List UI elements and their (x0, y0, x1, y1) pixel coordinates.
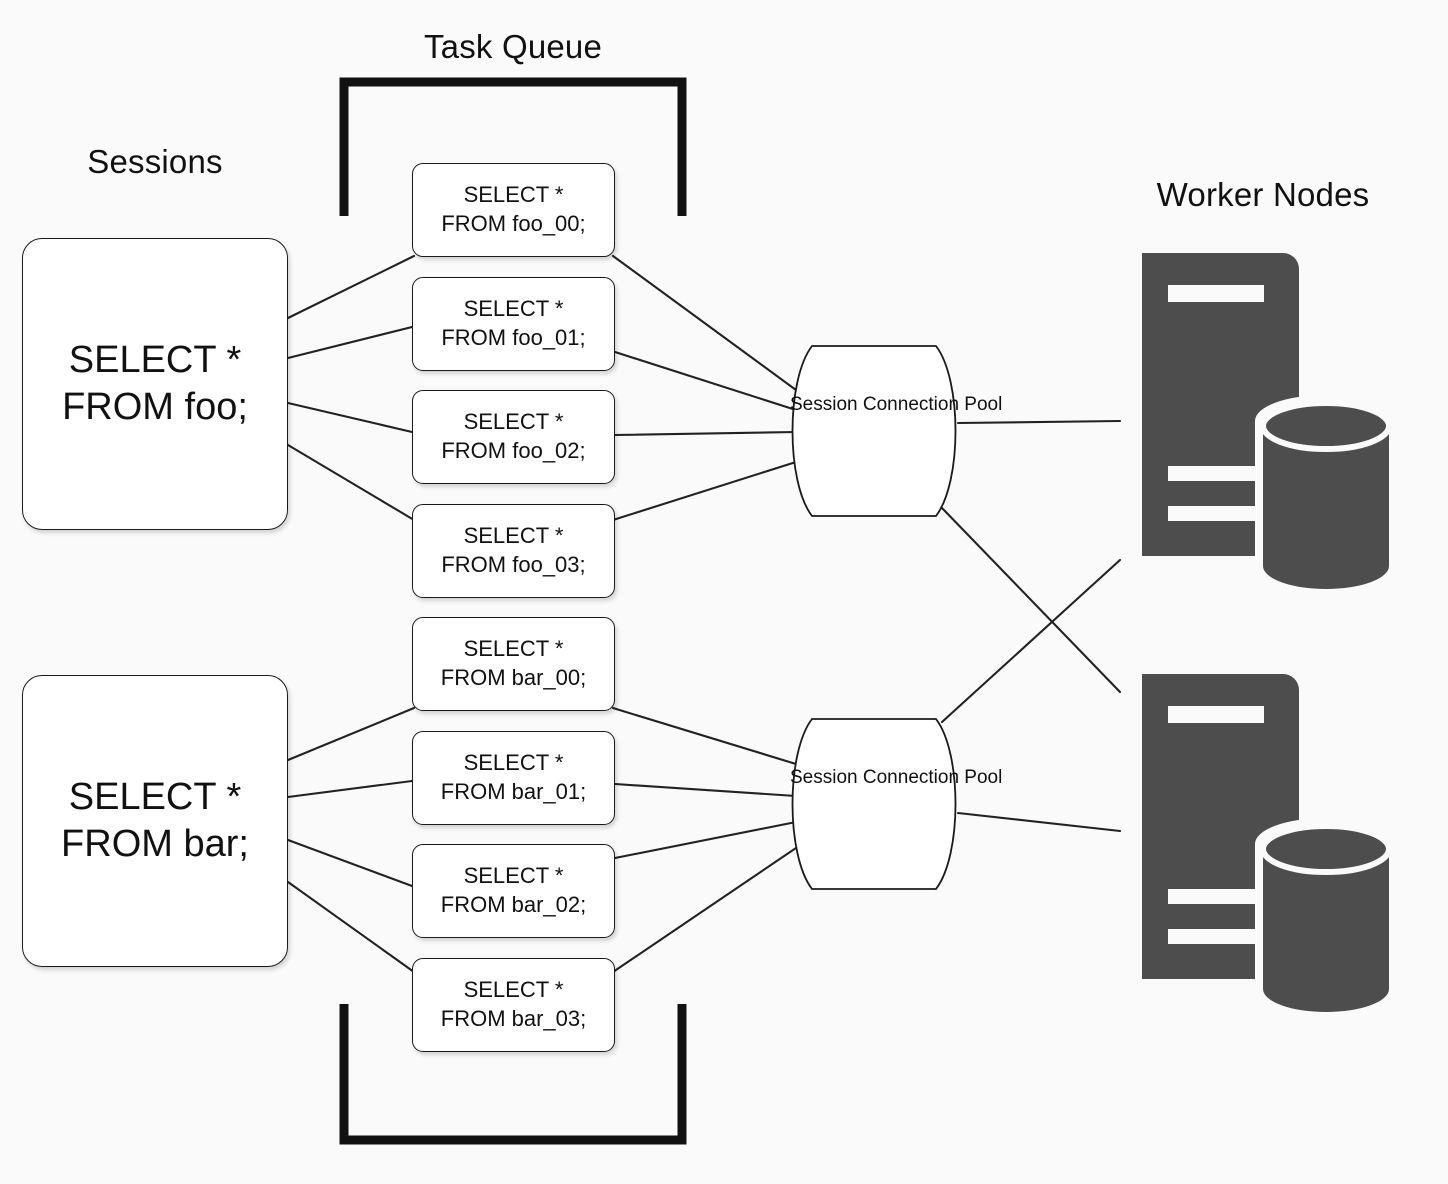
session-box-foo[interactable]: SELECT * FROM foo; (22, 238, 288, 530)
task-box-foo-03[interactable]: SELECT * FROM foo_03; (412, 504, 615, 598)
sessions-group-title: Sessions (87, 143, 223, 180)
edge-task-bar-00-to-pool-bottom (611, 706, 798, 766)
task-bar-00-line2: FROM bar_00; (440, 665, 587, 690)
pool-top-line3: Pool (964, 394, 1003, 415)
task-box-bar-02[interactable]: SELECT * FROM bar_02; (412, 844, 615, 938)
session-bar-line1: SELECT * (68, 775, 242, 818)
pool-top-shape (791, 345, 957, 517)
pool-top-line1: Session (790, 394, 858, 415)
edge-task-foo-00-to-pool-top (611, 254, 798, 392)
task-bar-02-line1: SELECT * (463, 863, 564, 889)
task-box-bar-03[interactable]: SELECT * FROM bar_03; (412, 958, 615, 1052)
edge-task-bar-03-to-pool-bottom (611, 846, 798, 974)
worker-node-2-icon (1142, 674, 1395, 1018)
edge-session-bar-to-task-bar-01 (286, 779, 414, 799)
task-bar-02-line2: FROM bar_02; (440, 892, 587, 917)
task-foo-02-line1: SELECT * (463, 409, 564, 435)
edge-task-bar-02-to-pool-bottom (613, 820, 798, 860)
task-foo-03-line2: FROM foo_03; (441, 552, 586, 577)
session-box-bar[interactable]: SELECT * FROM bar; (22, 675, 288, 967)
worker-node-1-icon (1142, 253, 1395, 595)
edge-task-foo-02-to-pool-top (613, 430, 798, 437)
pool-bottom-line1: Session (790, 767, 858, 788)
task-foo-02-line2: FROM foo_02; (441, 438, 586, 463)
session-foo-line2: FROM foo; (62, 386, 248, 428)
session-bar-line2: FROM bar; (61, 823, 249, 865)
pool-bottom-line3: Pool (964, 767, 1003, 788)
session-foo-line1: SELECT * (68, 338, 242, 381)
edge-pool-top-to-worker-node-1 (956, 419, 1122, 425)
task-box-foo-00[interactable]: SELECT * FROM foo_00; (412, 163, 615, 257)
task-foo-00-line1: SELECT * (463, 182, 564, 208)
task-bar-01-line1: SELECT * (463, 750, 564, 776)
task-bar-03-line2: FROM bar_03; (440, 1006, 587, 1031)
task-box-foo-02[interactable]: SELECT * FROM foo_02; (412, 390, 615, 484)
edge-session-bar-to-task-bar-03 (286, 880, 416, 974)
pool-top-label[interactable]: Session Connection Pool (790, 392, 1002, 417)
task-queue-bracket-bottom (339, 1004, 687, 1145)
edge-task-foo-01-to-pool-top (613, 350, 798, 412)
edge-session-bar-to-task-bar-00 (286, 706, 416, 762)
task-foo-01-line2: FROM foo_01; (441, 325, 586, 350)
task-foo-00-line2: FROM foo_00; (441, 211, 586, 236)
pool-bottom-label[interactable]: Session Connection Pool (790, 765, 1002, 790)
edge-pool-bottom-to-worker-node-2 (956, 811, 1122, 833)
worker-node-2[interactable] (1140, 670, 1398, 1005)
worker-node-1[interactable] (1140, 250, 1398, 580)
edge-task-foo-03-to-pool-top (611, 460, 798, 522)
edge-session-foo-to-task-foo-00 (286, 254, 416, 320)
task-queue-group-title: Task Queue (423, 28, 603, 65)
edge-session-foo-to-task-foo-02 (286, 401, 414, 434)
pool-top-line2: Connection (862, 394, 960, 415)
edge-pool-bottom-to-worker-node-1 (940, 558, 1122, 724)
worker-nodes-group-title: Worker Nodes (1156, 176, 1370, 213)
pool-bottom-line2: Connection (862, 767, 960, 788)
task-bar-01-line2: FROM bar_01; (440, 779, 587, 804)
edge-task-bar-01-to-pool-bottom (613, 782, 798, 798)
edge-session-foo-to-task-foo-01 (286, 325, 414, 360)
edge-session-foo-to-task-foo-03 (286, 443, 416, 522)
task-box-bar-00[interactable]: SELECT * FROM bar_00; (412, 617, 615, 711)
task-foo-03-line1: SELECT * (463, 523, 564, 549)
task-box-bar-01[interactable]: SELECT * FROM bar_01; (412, 731, 615, 825)
edge-session-bar-to-task-bar-02 (286, 838, 414, 888)
task-queue-bracket-top (339, 77, 687, 216)
task-foo-01-line1: SELECT * (463, 296, 564, 322)
task-bar-00-line1: SELECT * (463, 636, 564, 662)
task-box-foo-01[interactable]: SELECT * FROM foo_01; (412, 277, 615, 371)
task-bar-03-line1: SELECT * (463, 977, 564, 1003)
pool-bottom-shape (791, 718, 957, 890)
edge-pool-top-to-worker-node-2 (940, 506, 1122, 694)
